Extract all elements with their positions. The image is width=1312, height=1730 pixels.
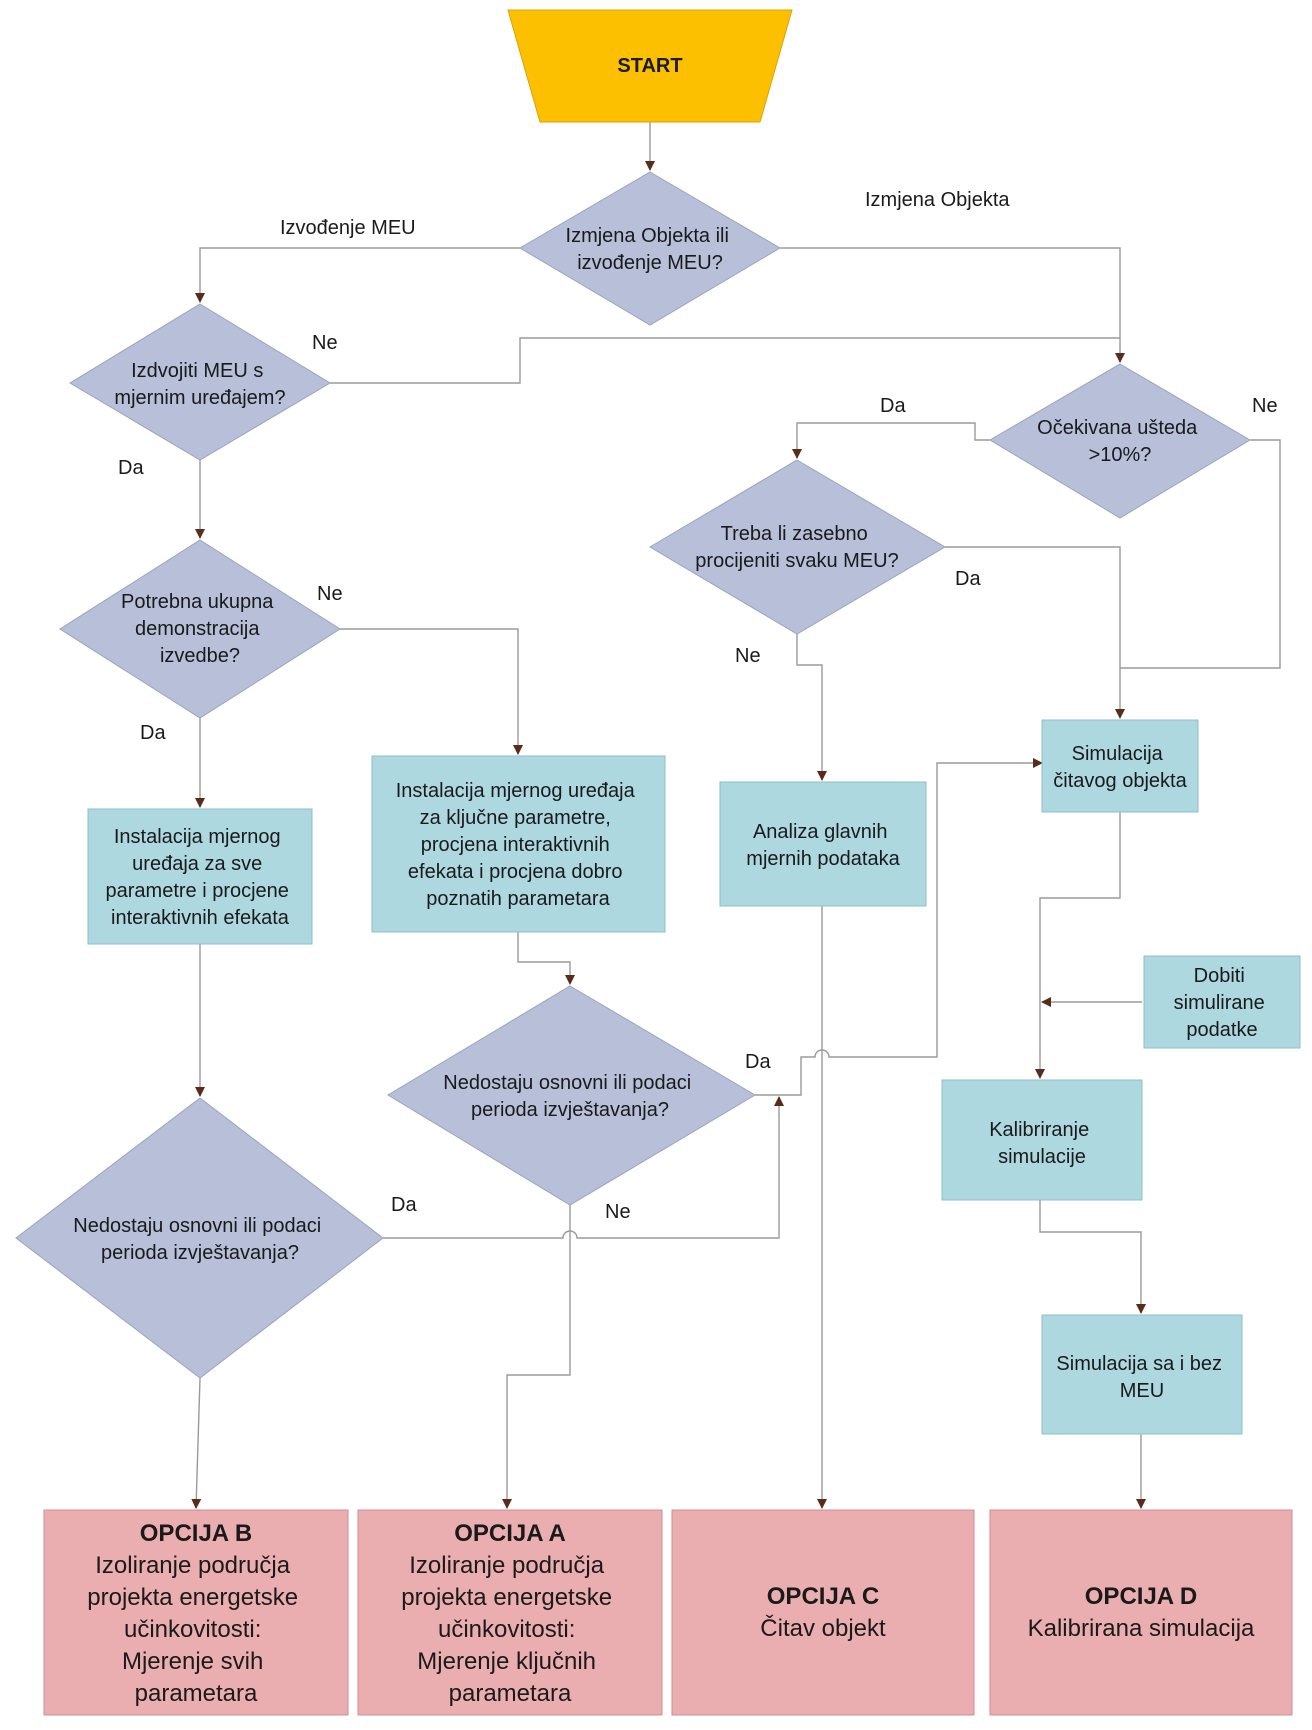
label-d3-da: Da (880, 395, 906, 417)
option-a: OPCIJA A Izoliranje područja projekta en… (357, 1509, 663, 1716)
option-text: Izoliranje područja projekta energetske … (401, 1552, 618, 1707)
edge-d7-da (383, 1096, 784, 1239)
start-node: START (507, 9, 793, 123)
process-simulacija-objekta: Simulacija čitavog objekta (1041, 719, 1199, 813)
connectors (191, 122, 1281, 1509)
decision-label: Očekivana ušteda >10%? (1037, 417, 1203, 466)
label-d5-da: Da (140, 722, 166, 744)
label-izvodenje-meu: Izvođenje MEU (280, 217, 416, 239)
edge-d1-to-d3 (780, 247, 1125, 363)
edge-p6-to-p7 (1039, 1200, 1146, 1314)
label-d2-da: Da (118, 457, 144, 479)
label-d6-ne: Ne (605, 1201, 631, 1223)
option-title: OPCIJA B (140, 1520, 252, 1547)
process-label: Simulacija čitavog objekta (1053, 743, 1187, 792)
option-c: OPCIJA C Čitav objekt (671, 1509, 975, 1716)
option-text: Izoliranje područja projekta energetske … (87, 1552, 304, 1707)
decision-label: Izdvojiti MEU s mjernim uređajem? (114, 360, 285, 409)
process-simulirani-podaci: Dobiti simulirane podatke (1143, 955, 1301, 1049)
decision-nedostaju-podaci-a: Nedostaju osnovni ili podaci perioda izv… (387, 985, 756, 1206)
edge-d4-to-p4 (945, 546, 1125, 719)
process-instalacija-kljucni: Instalacija mjernog uređaja za ključne p… (371, 755, 666, 933)
process-label: Dobiti simulirane podatke (1174, 965, 1271, 1041)
option-d: OPCIJA D Kalibrirana simulacija (989, 1509, 1293, 1716)
edge-d1-to-d2 (195, 247, 520, 303)
process-label: Analiza glavnih mjernih podataka (746, 821, 900, 870)
process-simulacija-meu: Simulacija sa i bez MEU (1041, 1314, 1243, 1435)
edge-p4-to-p6 (1035, 812, 1121, 1079)
start-label: START (617, 55, 682, 77)
decision-zasebno-procijeniti: Treba li zasebno procijeniti svaku MEU? (649, 459, 946, 635)
process-instalacija-svi: Instalacija mjernog uređaja za sve param… (87, 808, 313, 945)
decision-label: Potrebna ukupna demonstracija izvedbe? (121, 591, 279, 667)
option-text: Kalibrirana simulacija (1028, 1615, 1255, 1642)
label-d4-ne: Ne (735, 645, 761, 667)
label-d3-ne: Ne (1252, 395, 1278, 417)
decision-izmjena-objekta: Izmjena Objekta ili izvođenje MEU? (519, 171, 781, 326)
decision-ocekivana-usteda: Očekivana ušteda >10%? (989, 363, 1251, 519)
edge-d2-ne (330, 337, 1120, 384)
label-d7-da: Da (391, 1194, 417, 1216)
process-label: Simulacija sa i bez MEU (1056, 1353, 1227, 1402)
option-title: OPCIJA A (454, 1520, 566, 1547)
label-d4-da: Da (955, 568, 981, 590)
process-label: Kalibriranje simulacije (989, 1119, 1095, 1168)
process-kalibriranje: Kalibriranje simulacije (941, 1079, 1143, 1201)
option-title: OPCIJA D (1085, 1583, 1197, 1610)
edge-d3-ne (1120, 439, 1281, 669)
label-d5-ne: Ne (317, 583, 343, 605)
decision-label: Treba li zasebno procijeniti svaku MEU? (695, 523, 898, 572)
label-d2-ne: Ne (312, 332, 338, 354)
edge-d5-to-p2 (340, 628, 523, 755)
process-label: Instalacija mjernog uređaja za ključne p… (396, 780, 641, 910)
decision-label: Nedostaju osnovni ili podaci perioda izv… (73, 1215, 327, 1264)
decision-ukupna-demonstracija: Potrebna ukupna demonstracija izvedbe? (59, 539, 341, 719)
option-b: OPCIJA B Izoliranje područja projekta en… (43, 1509, 349, 1716)
edge-d4-to-p3 (796, 634, 827, 781)
edge-d6-to-p4 (755, 758, 1043, 1096)
decision-nedostaju-podaci-b: Nedostaju osnovni ili podaci perioda izv… (15, 1097, 384, 1379)
edge-p2-to-d6 (517, 932, 575, 985)
decision-label: Izmjena Objekta ili izvođenje MEU? (566, 225, 735, 274)
edge-d6-to-opta (502, 1205, 571, 1509)
process-analiza-podataka: Analiza glavnih mjernih podataka (719, 781, 927, 907)
decision-izdvojiti-meu: Izdvojiti MEU s mjernim uređajem? (69, 303, 331, 461)
label-d6-da: Da (745, 1051, 771, 1073)
process-label: Instalacija mjernog uređaja za sve param… (106, 826, 295, 929)
edge-d7-to-optb (191, 1377, 202, 1509)
option-title: OPCIJA C (767, 1583, 879, 1610)
label-izmjena-objekta: Izmjena Objekta (865, 189, 1010, 211)
option-text: Čitav objekt (760, 1614, 886, 1642)
edge-d3-to-d4 (792, 422, 990, 459)
decision-label: Nedostaju osnovni ili podaci perioda izv… (443, 1072, 697, 1121)
